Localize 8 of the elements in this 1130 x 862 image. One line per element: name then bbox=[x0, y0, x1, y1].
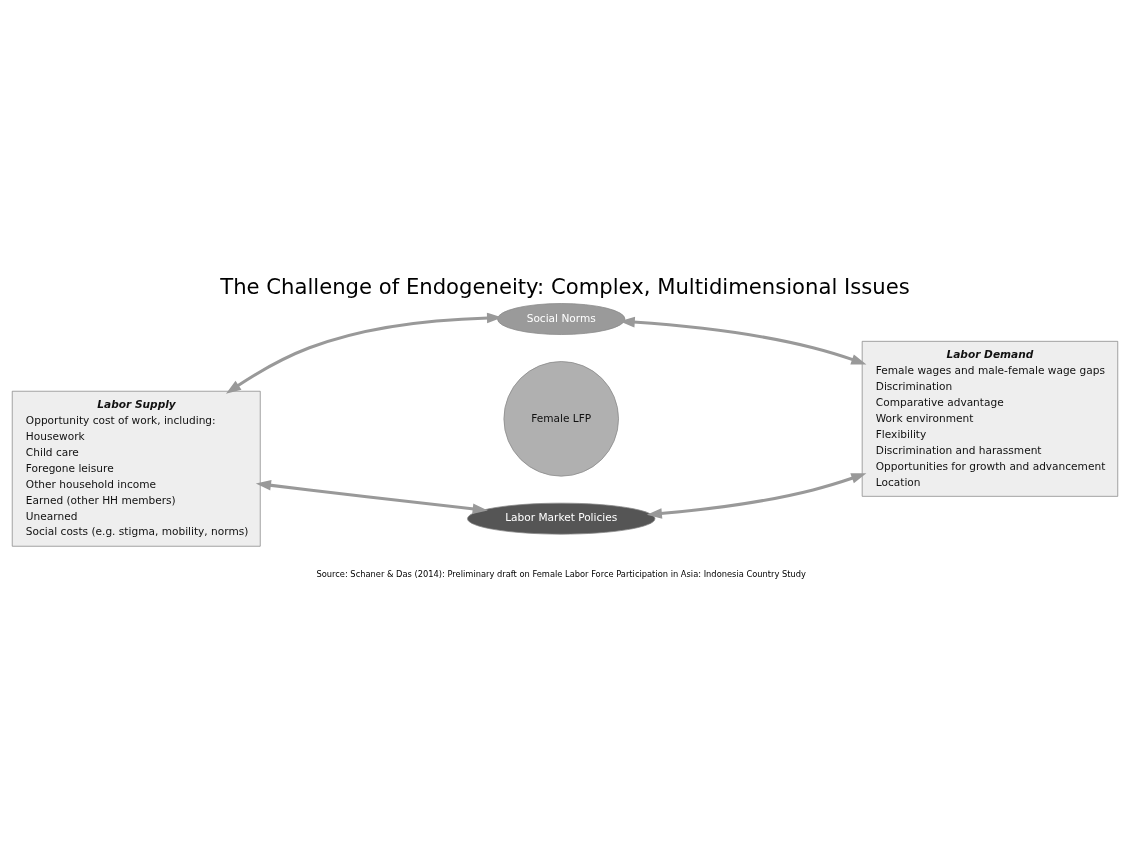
arrow bbox=[255, 479, 488, 514]
caption: Source: Schaner & Das (2014): Preliminary draft on Female Labor Force Participation in Asia: Indonesia Country Study bbox=[316, 568, 806, 579]
diagram-title: The Challenge of Endogeneity: Complex, Multidimensional Issues bbox=[220, 273, 910, 299]
node-box: Labor Demand Female wages and male-female wage gaps Discrimination Comparative advantage Work environment Flexibility Discrimination and harassment Opportunities for growth and advancement Location bbox=[861, 340, 1119, 497]
arrow bbox=[646, 472, 867, 519]
node-circle: Female LFP bbox=[503, 360, 619, 477]
node-ellipse: Social Norms bbox=[497, 302, 626, 335]
node-box: Labor Supply Opportunity cost of work, including: Housework Child care Foregone leisure Other household income Earned (other HH members) Unearned Social costs (e.g. stigma, mobility, norms) bbox=[11, 390, 261, 547]
